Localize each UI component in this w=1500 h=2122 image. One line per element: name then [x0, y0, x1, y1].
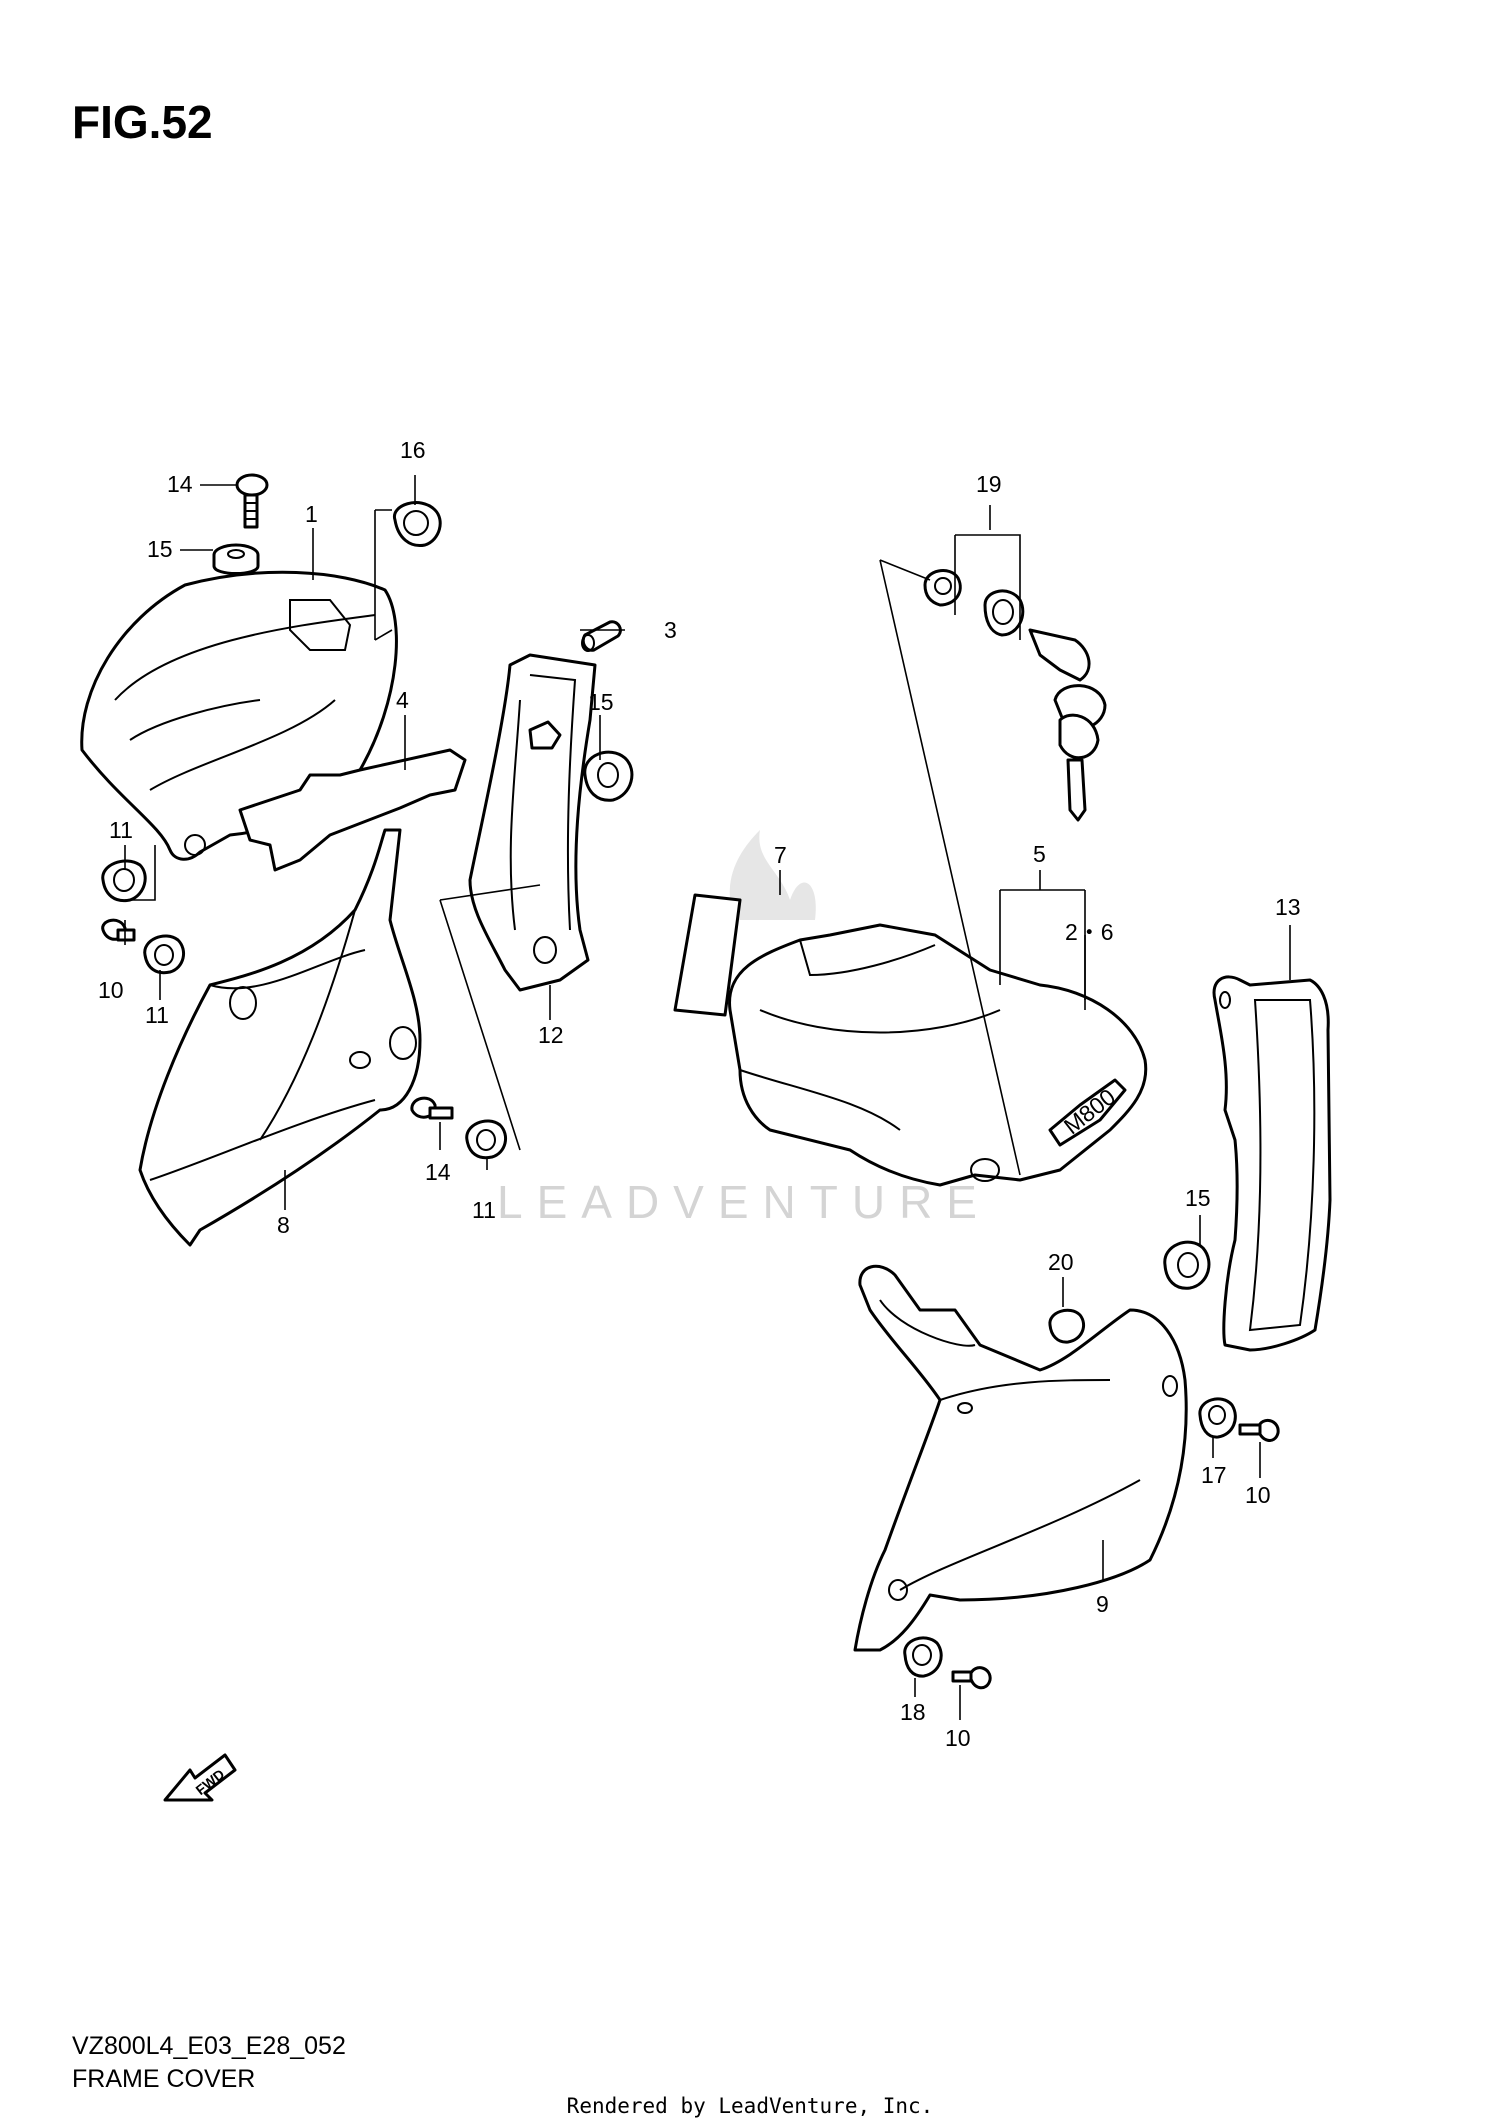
callout-9: 9 [1096, 1591, 1109, 1617]
part-19-key-set [923, 569, 1107, 822]
callout-2-6: 2・6 [1065, 919, 1114, 945]
part-15-grommet-top [212, 543, 260, 575]
watermark-text: LEADVENTURE [497, 1176, 991, 1228]
callout-15-top: 15 [147, 536, 173, 562]
part-9-lower-right-cover [853, 1264, 1188, 1652]
part-8-lower-left-cover [138, 828, 422, 1247]
part-10-screw-right [1238, 1418, 1280, 1442]
callout-14-top: 14 [167, 471, 193, 497]
part-3-pin [581, 620, 622, 652]
part-10-screw-bottom [951, 1666, 992, 1690]
part-11-grommet-c [465, 1119, 508, 1160]
leadventure-watermark: LEADVENTURE [497, 830, 991, 1228]
callout-3: 3 [664, 617, 677, 643]
leader-lines [124, 475, 1291, 1720]
part-11-grommet-a [101, 859, 147, 903]
callout-14-bottom: 14 [425, 1159, 451, 1185]
callout-1: 1 [305, 501, 318, 527]
part-20-grommet [1048, 1308, 1085, 1344]
callout-numbers: 14 15 1 16 3 4 15 11 10 11 8 14 11 12 19… [98, 437, 1301, 1751]
callout-10-right: 10 [1245, 1482, 1271, 1508]
render-credit: Rendered by LeadVenture, Inc. [566, 2094, 934, 2118]
diagram-name: FRAME COVER [72, 2065, 256, 2093]
callout-11-a: 11 [109, 817, 133, 843]
callout-12: 12 [538, 1022, 564, 1048]
part-13-tall-bracket [1212, 975, 1332, 1352]
callout-19: 19 [976, 471, 1002, 497]
callout-10-bottom: 10 [945, 1725, 971, 1751]
part-12-bracket [468, 653, 597, 992]
model-code: VZ800L4_E03_E28_052 [72, 2032, 346, 2060]
callout-10-left: 10 [98, 977, 124, 1003]
callout-8: 8 [277, 1212, 290, 1238]
part-15-grommet-right [1163, 1240, 1211, 1290]
callout-15-right: 15 [1185, 1185, 1211, 1211]
callout-7: 7 [774, 842, 787, 868]
callout-13: 13 [1275, 894, 1301, 920]
part-11-grommet-b [143, 934, 186, 975]
part-14-screw-bottom [410, 1096, 454, 1120]
figure-title: FIG.52 [72, 96, 213, 148]
callout-11-b: 11 [145, 1002, 169, 1028]
fwd-arrow-icon: FWD [163, 1753, 237, 1802]
part-10-screw-left [101, 918, 136, 942]
part-18-grommet [903, 1636, 943, 1678]
callout-4: 4 [396, 687, 409, 713]
part-5-side-cover: M800 [728, 923, 1148, 1187]
part-16-grommet [393, 501, 442, 548]
callout-11-c: 11 [472, 1197, 496, 1223]
callout-5: 5 [1033, 841, 1046, 867]
callout-20: 20 [1048, 1249, 1074, 1275]
callout-17: 17 [1201, 1462, 1227, 1488]
callout-15-mid: 15 [588, 689, 614, 715]
callout-18: 18 [900, 1699, 926, 1725]
part-4-plate [238, 748, 467, 872]
callout-16: 16 [400, 437, 426, 463]
part-15-grommet-mid [583, 750, 634, 802]
part-7-label-sheet [673, 893, 742, 1017]
part-17-grommet [1198, 1397, 1237, 1439]
part-14-screw-top [235, 473, 269, 529]
